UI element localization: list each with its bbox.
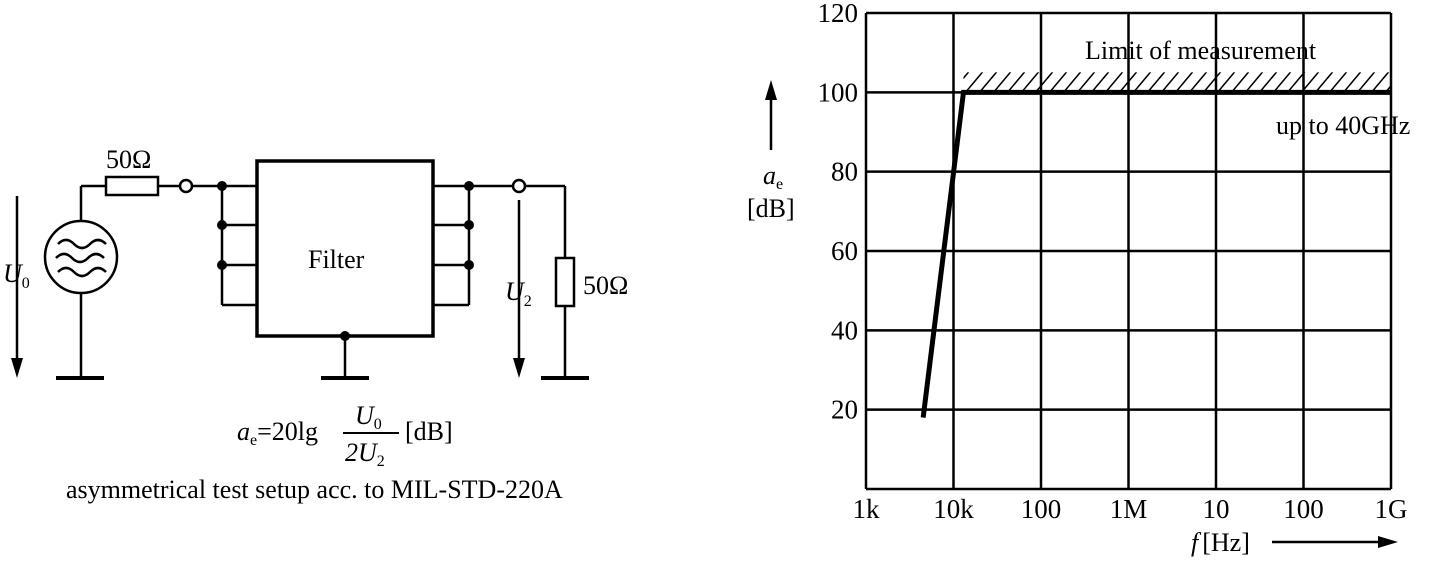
sine-wave-1 — [57, 238, 107, 250]
junction-dot — [464, 260, 474, 270]
junction-dot — [464, 220, 474, 230]
load-resistor-symbol — [554, 256, 576, 308]
y-tick-label: 40 — [831, 315, 858, 345]
sine-wave-2 — [55, 252, 105, 264]
u0-arrowhead — [11, 358, 23, 378]
source-resistor-symbol — [104, 175, 160, 197]
formula-unit: [dB] — [405, 417, 453, 446]
y-axis-label-symbol: ae — [763, 161, 783, 193]
x-tick-label: 1k — [853, 494, 881, 524]
y-tick-label: 20 — [831, 395, 858, 425]
x-tick-label: 1M — [1110, 494, 1148, 524]
attenuation-formula: ae=20lg U0 2U2 [dB] — [237, 401, 453, 470]
formula-lhs: ae=20lg — [237, 417, 318, 449]
u2-label: U2 — [505, 277, 532, 310]
x-tick-label: 10 — [1203, 494, 1230, 524]
limit-hatch-band — [963, 72, 1391, 93]
source-resistor-label: 50Ω — [106, 145, 151, 174]
input-terminal — [178, 178, 194, 194]
y-tick-label: 120 — [818, 0, 859, 28]
attenuation-chart: 20 40 60 80 100 120 1k 10k 100 1M 10 100 1G Limit o… — [747, 0, 1410, 557]
x-axis-label: f[Hz] — [1191, 528, 1250, 557]
x-tick-labels: 1k 10k 100 1M 10 100 1G — [853, 494, 1408, 524]
sine-wave-3 — [57, 266, 107, 278]
y-axis-arrowhead — [765, 80, 777, 100]
formula-denominator: 2U2 — [345, 438, 385, 470]
x-axis-arrowhead — [1378, 536, 1398, 548]
u2-arrowhead — [513, 358, 525, 378]
output-terminal — [511, 178, 527, 194]
junction-dot — [217, 260, 227, 270]
x-tick-label: 100 — [1283, 494, 1324, 524]
chart-series — [920, 89, 1391, 418]
limit-hatch — [963, 72, 1391, 93]
junction-dot — [217, 181, 227, 191]
annotation-range: up to 40GHz — [1276, 111, 1410, 140]
x-tick-label: 10k — [933, 494, 974, 524]
x-tick-label: 1G — [1375, 494, 1408, 524]
test-circuit — [15, 159, 589, 380]
y-tick-labels: 20 40 60 80 100 120 — [818, 0, 859, 425]
junction-dot — [340, 331, 350, 341]
y-axis-label-unit: [dB] — [747, 194, 795, 223]
y-tick-label: 80 — [831, 157, 858, 187]
circuit-caption: asymmetrical test setup acc. to MIL-STD-… — [66, 475, 563, 504]
y-tick-label: 100 — [818, 77, 859, 107]
load-resistor-label: 50Ω — [583, 271, 628, 300]
annotation-limit: Limit of measurement — [1085, 36, 1317, 65]
junction-dot — [464, 181, 474, 191]
x-tick-label: 100 — [1021, 494, 1062, 524]
u0-label: U0 — [3, 259, 30, 292]
formula-numerator: U0 — [355, 401, 382, 433]
filter-label: Filter — [308, 245, 365, 274]
junction-dot — [217, 220, 227, 230]
y-tick-label: 60 — [831, 236, 858, 266]
attenuation-curve — [920, 89, 1391, 418]
